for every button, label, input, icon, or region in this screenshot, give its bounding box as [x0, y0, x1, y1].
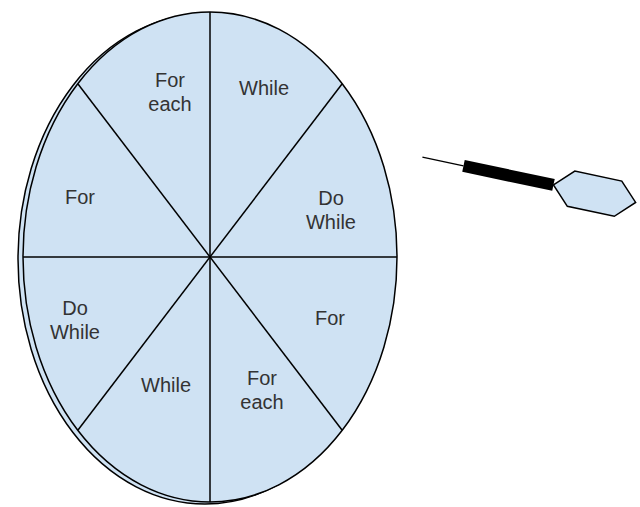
board-sector: Do While [297, 186, 365, 234]
board-sector: For [65, 185, 95, 209]
board-sector: While [141, 373, 191, 397]
sector-label: For each [139, 68, 201, 116]
sector-label: While [239, 76, 289, 100]
sector-label: For [65, 185, 95, 209]
board-sector: Do While [41, 296, 109, 344]
dart [419, 140, 640, 221]
sector-label: Do While [297, 186, 365, 234]
sector-label: Do While [41, 296, 109, 344]
board-face [23, 12, 397, 502]
sector-label: For each [231, 366, 293, 414]
board-sector: For each [231, 366, 293, 414]
sector-label: While [141, 373, 191, 397]
board-sector: For each [139, 68, 201, 116]
board-sector: While [239, 76, 289, 100]
sector-label: For [315, 306, 345, 330]
board-sector: For [315, 306, 345, 330]
sector-lines [23, 12, 397, 502]
